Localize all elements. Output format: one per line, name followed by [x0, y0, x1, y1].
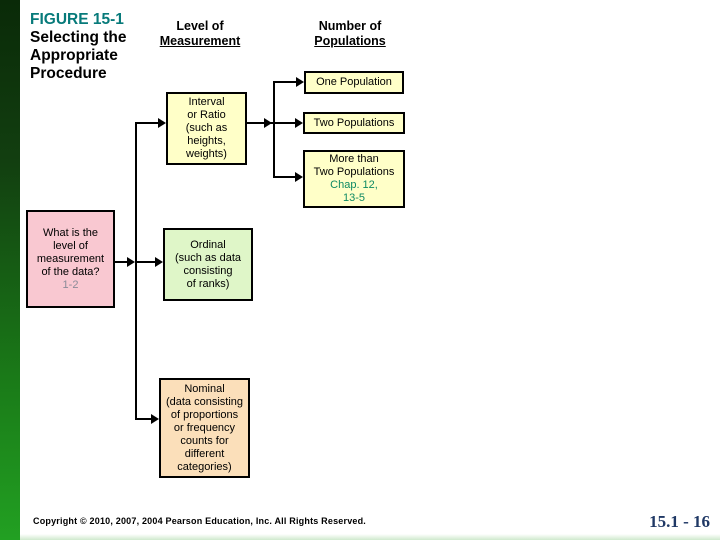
- box-nominal: Nominal (data consisting of proportions …: [159, 378, 250, 478]
- connector-branch-to-onepop-line: [273, 81, 296, 83]
- connector-trunk-to-nominal-line: [135, 418, 152, 420]
- connector-trunk-to-interval-line: [135, 122, 159, 124]
- box-ordinal-label: Ordinal (such as data consisting of rank…: [174, 238, 242, 290]
- left-green-gradient-bar: [0, 0, 20, 540]
- arrowhead-into-ordinal-box: [155, 257, 163, 267]
- box-more-than-two-populations-label: More than Two Populations: [313, 153, 395, 178]
- connector-trunk-to-ordinal-line: [135, 261, 156, 263]
- connector-branch-to-twopop-line: [273, 122, 296, 124]
- box-one-population: One Population: [304, 71, 404, 94]
- box-what-level-label: What is the level of measurement of the …: [36, 226, 105, 278]
- box-nominal-label: Nominal (data consisting of proportions …: [165, 382, 244, 473]
- column-header-number-of-populations: Number of Populations: [294, 19, 406, 49]
- bottom-green-gradient-strip: [0, 534, 720, 540]
- box-interval-or-ratio: Interval or Ratio (such as heights, weig…: [166, 92, 247, 165]
- figure-label: FIGURE 15-1: [30, 11, 124, 28]
- page-number: 15.1 - 16: [649, 512, 710, 531]
- connector-left-trunk-line: [135, 122, 137, 420]
- box-interval-or-ratio-label: Interval or Ratio (such as heights, weig…: [185, 96, 228, 160]
- header-populations-line2: Populations: [314, 34, 386, 48]
- box-what-level-section-ref: 1-2: [62, 278, 79, 291]
- box-ordinal: Ordinal (such as data consisting of rank…: [163, 228, 253, 301]
- arrowhead-into-interval-box: [158, 118, 166, 128]
- header-populations-line1: Number of: [318, 19, 382, 33]
- box-two-populations-label: Two Populations: [313, 116, 395, 129]
- connector-right-branch-line: [273, 81, 275, 178]
- arrowhead-at-branch-junction: [264, 118, 272, 128]
- connector-branch-to-morepop-line: [273, 176, 296, 178]
- arrowhead-into-more-populations-box: [295, 172, 303, 182]
- header-level-line1: Level of: [176, 19, 224, 33]
- arrowhead-into-one-population-box: [296, 77, 304, 87]
- box-one-population-label: One Population: [316, 76, 392, 88]
- connector-whatlevel-to-trunk-line: [115, 261, 129, 263]
- arrowhead-into-nominal-box: [151, 414, 159, 424]
- column-header-level-of-measurement: Level of Measurement: [150, 19, 250, 49]
- connector-interval-to-branch-line: [247, 122, 274, 124]
- figure-title-text: Selecting the Appropriate Procedure: [30, 29, 127, 82]
- box-more-than-two-populations: More than Two Populations Chap. 12, 13-5: [303, 150, 405, 208]
- copyright-notice: Copyright © 2010, 2007, 2004 Pearson Edu…: [33, 516, 367, 526]
- box-what-is-the-level-of-measurement: What is the level of measurement of the …: [26, 210, 115, 308]
- arrowhead-at-trunk-junction: [127, 257, 135, 267]
- box-more-than-two-populations-chapter-ref: Chap. 12, 13-5: [330, 179, 378, 204]
- box-two-populations: Two Populations: [303, 112, 405, 134]
- header-level-line2: Measurement: [159, 34, 241, 48]
- slide-title: FIGURE 15-1 Selecting the Appropriate Pr…: [30, 11, 126, 83]
- arrowhead-into-two-populations-box: [295, 118, 303, 128]
